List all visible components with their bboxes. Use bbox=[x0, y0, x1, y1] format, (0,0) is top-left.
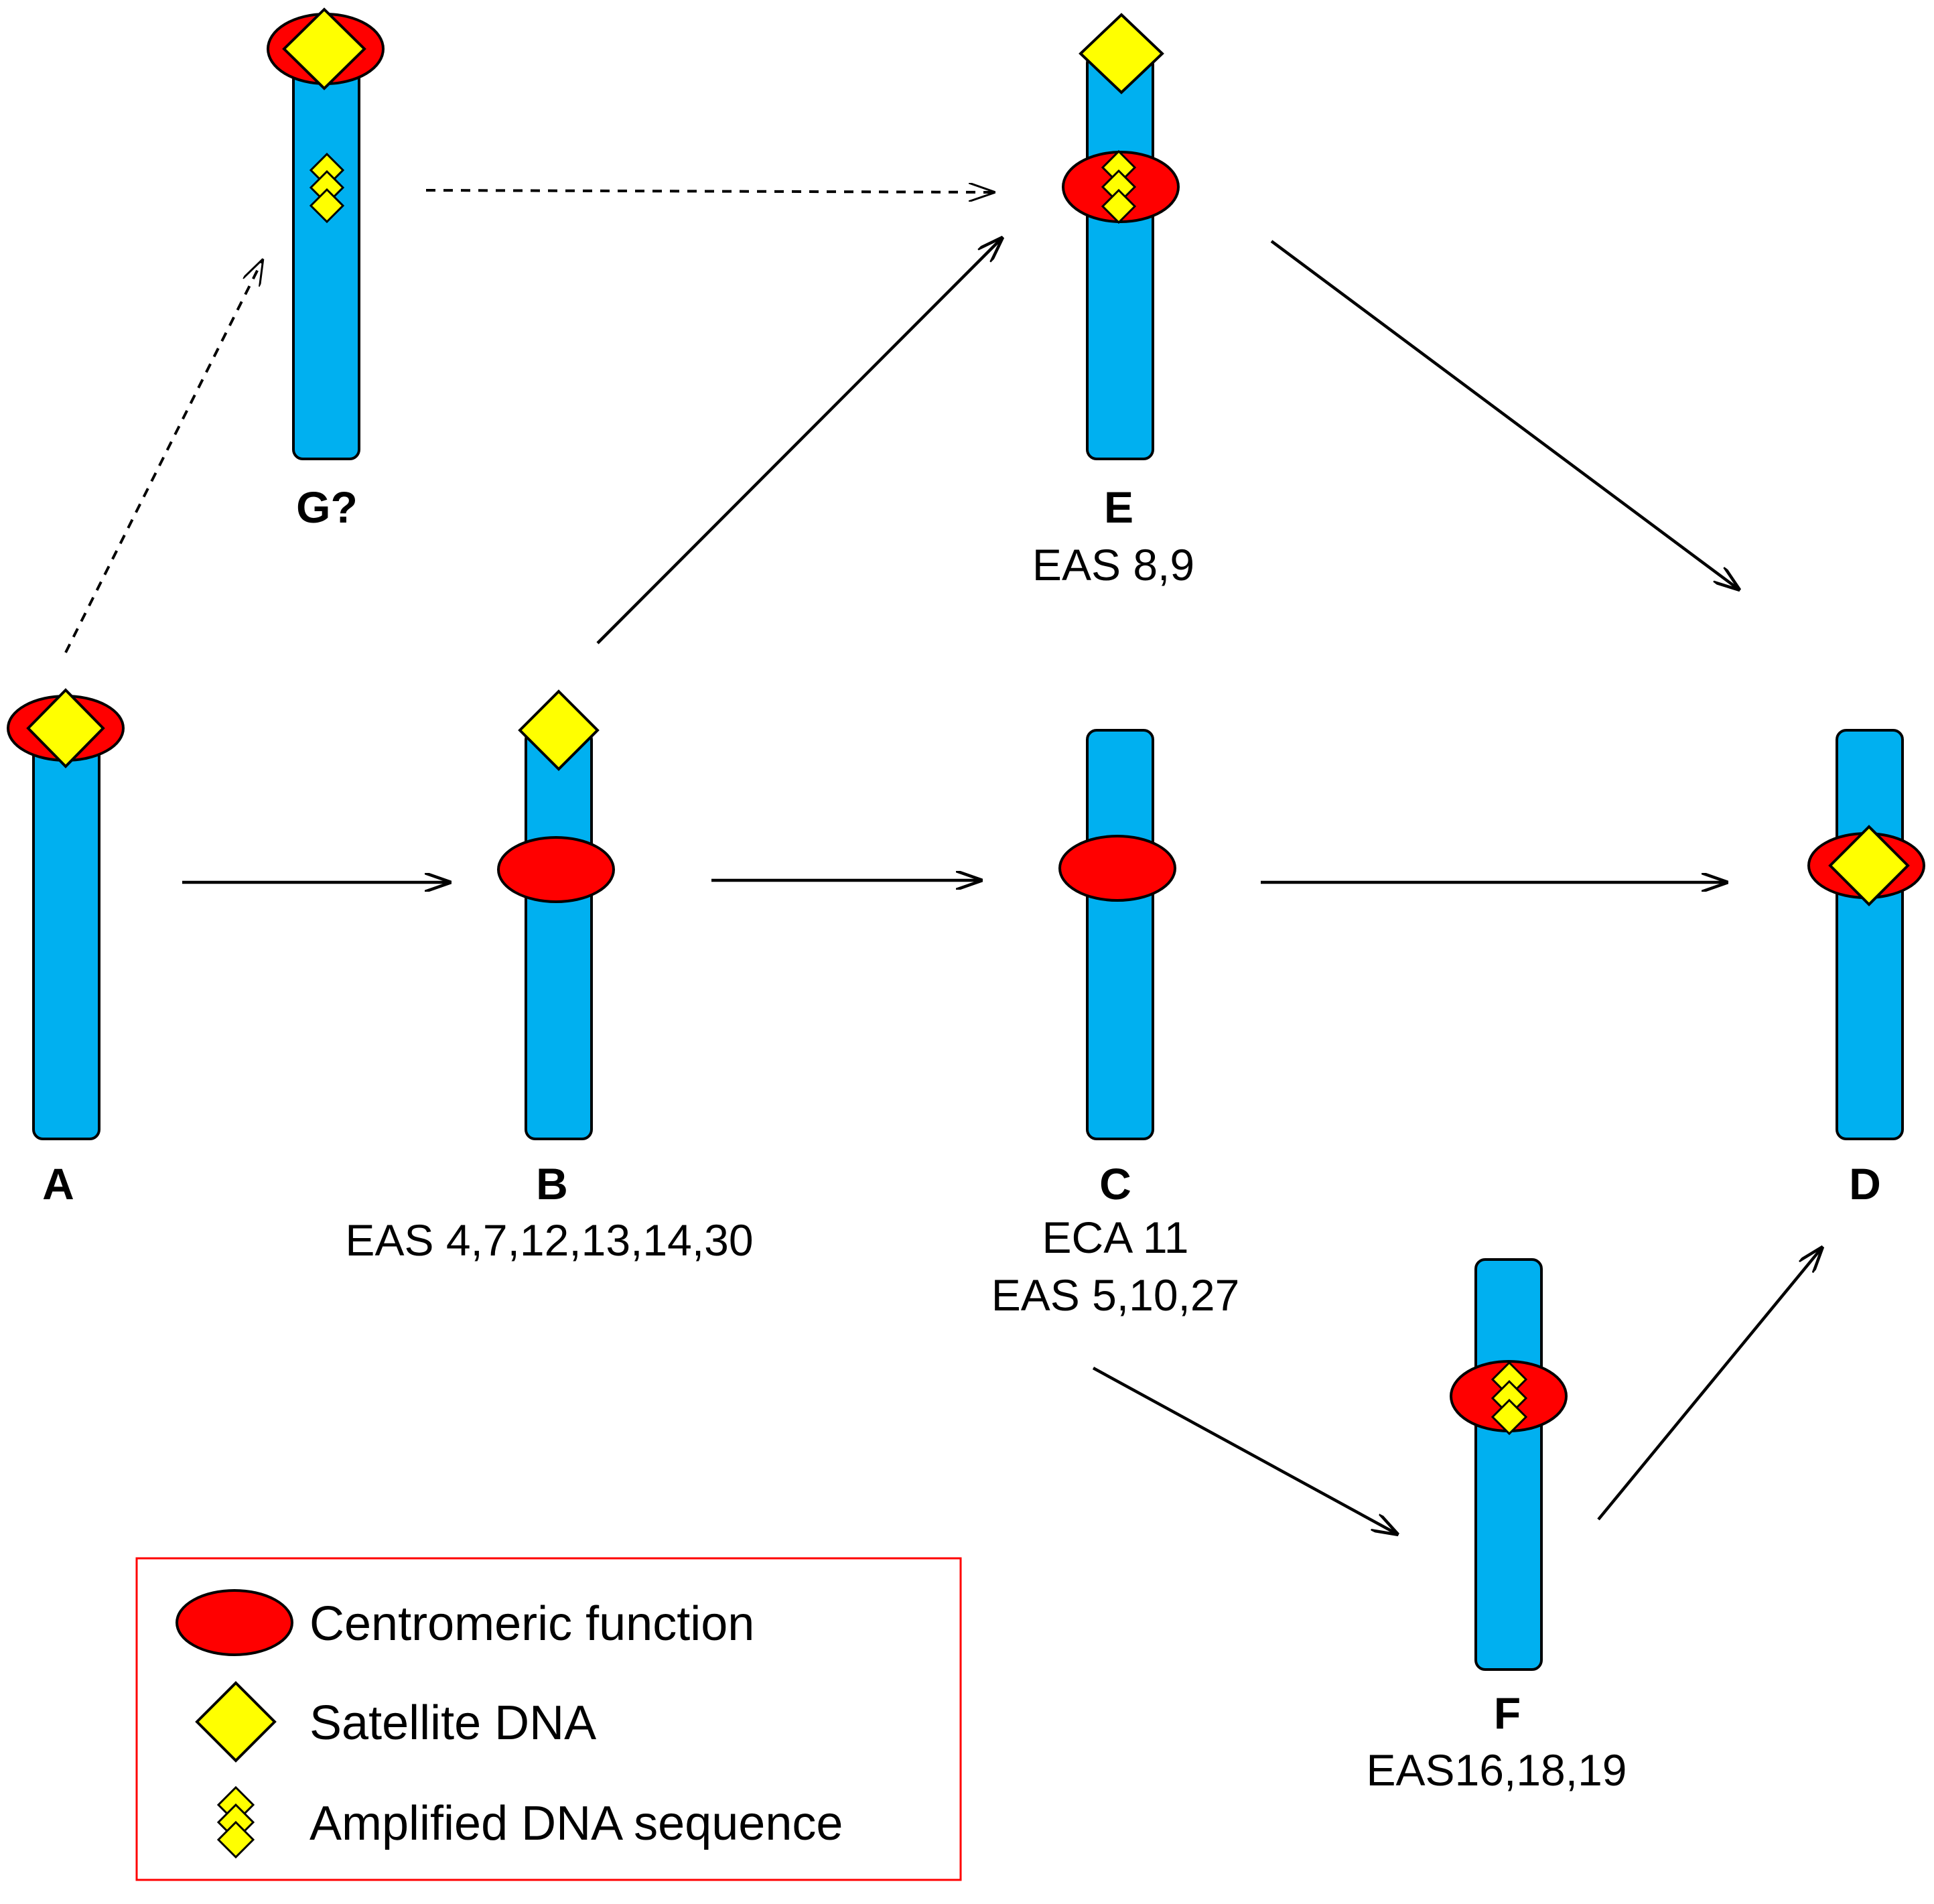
satellite-dna-icon bbox=[1079, 13, 1164, 94]
edge-E-to-D bbox=[1270, 240, 1739, 590]
amplified-dna-icon bbox=[1491, 1361, 1528, 1436]
edge-G-to-E bbox=[425, 190, 994, 192]
node-label: A bbox=[42, 1159, 74, 1209]
centromere-icon bbox=[497, 836, 615, 903]
node-B: B EAS 4,7,12,13,14,30 bbox=[345, 689, 754, 1265]
edge-C-to-F bbox=[1092, 1367, 1397, 1534]
node-D: D bbox=[1807, 729, 1925, 1209]
satellite-dna-icon bbox=[1828, 825, 1910, 906]
chromosome bbox=[292, 52, 360, 460]
node-sublabel: EAS 4,7,12,13,14,30 bbox=[345, 1215, 753, 1265]
node-sublabel: ECA 11 bbox=[1042, 1213, 1189, 1262]
legend-label: Satellite DNA bbox=[309, 1696, 596, 1750]
node-F: F EAS16,18,19 bbox=[1367, 1258, 1627, 1795]
node-label: D bbox=[1849, 1159, 1881, 1209]
chromosome bbox=[525, 729, 593, 1140]
amplified-dna-icon bbox=[309, 152, 345, 224]
edges bbox=[64, 190, 1822, 1534]
node-sublabel: EAS 5,10,27 bbox=[991, 1270, 1240, 1320]
node-C: C ECA 11 EAS 5,10,27 bbox=[991, 729, 1240, 1320]
legend-label: Centromeric function bbox=[309, 1597, 754, 1651]
satellite-dna-icon bbox=[26, 688, 105, 768]
node-label: E bbox=[1104, 482, 1133, 532]
legend-border bbox=[135, 1557, 962, 1881]
legend-item-centromeric: Centromeric function bbox=[176, 1589, 754, 1656]
legend-item-amplified: Amplified DNA sequence bbox=[216, 1785, 843, 1859]
node-sublabel: EAS16,18,19 bbox=[1367, 1745, 1627, 1795]
chromosome bbox=[1836, 729, 1904, 1140]
edge-B-to-E bbox=[596, 238, 1002, 644]
satellite-dna-icon bbox=[282, 7, 366, 90]
centromere-ellipse-icon bbox=[176, 1589, 293, 1656]
node-label: C bbox=[1099, 1159, 1131, 1209]
amplified-diamonds-icon bbox=[216, 1785, 255, 1859]
node-E: E EAS 8,9 bbox=[1032, 13, 1194, 590]
node-G: G? bbox=[267, 7, 385, 532]
edge-F-to-D bbox=[1597, 1247, 1822, 1521]
centromere-icon bbox=[1058, 835, 1176, 902]
chromosome bbox=[1474, 1258, 1543, 1671]
node-A: A bbox=[7, 688, 125, 1209]
amplified-dna-icon bbox=[1101, 149, 1137, 224]
chromosome bbox=[1086, 52, 1154, 460]
node-label: F bbox=[1494, 1688, 1521, 1738]
edge-A-to-G bbox=[64, 260, 263, 653]
legend-label: Amplified DNA sequence bbox=[309, 1797, 843, 1850]
legend-item-satellite: Satellite DNA bbox=[195, 1681, 596, 1763]
node-label: G? bbox=[296, 482, 358, 532]
satellite-dna-icon bbox=[518, 689, 600, 771]
legend: Centromeric function Satellite DNA Ampli… bbox=[135, 1557, 962, 1881]
satellite-diamond-icon bbox=[195, 1681, 277, 1763]
chromosome bbox=[1086, 729, 1154, 1140]
chromosome bbox=[32, 729, 100, 1140]
node-label: B bbox=[536, 1159, 568, 1209]
node-sublabel: EAS 8,9 bbox=[1032, 540, 1194, 590]
